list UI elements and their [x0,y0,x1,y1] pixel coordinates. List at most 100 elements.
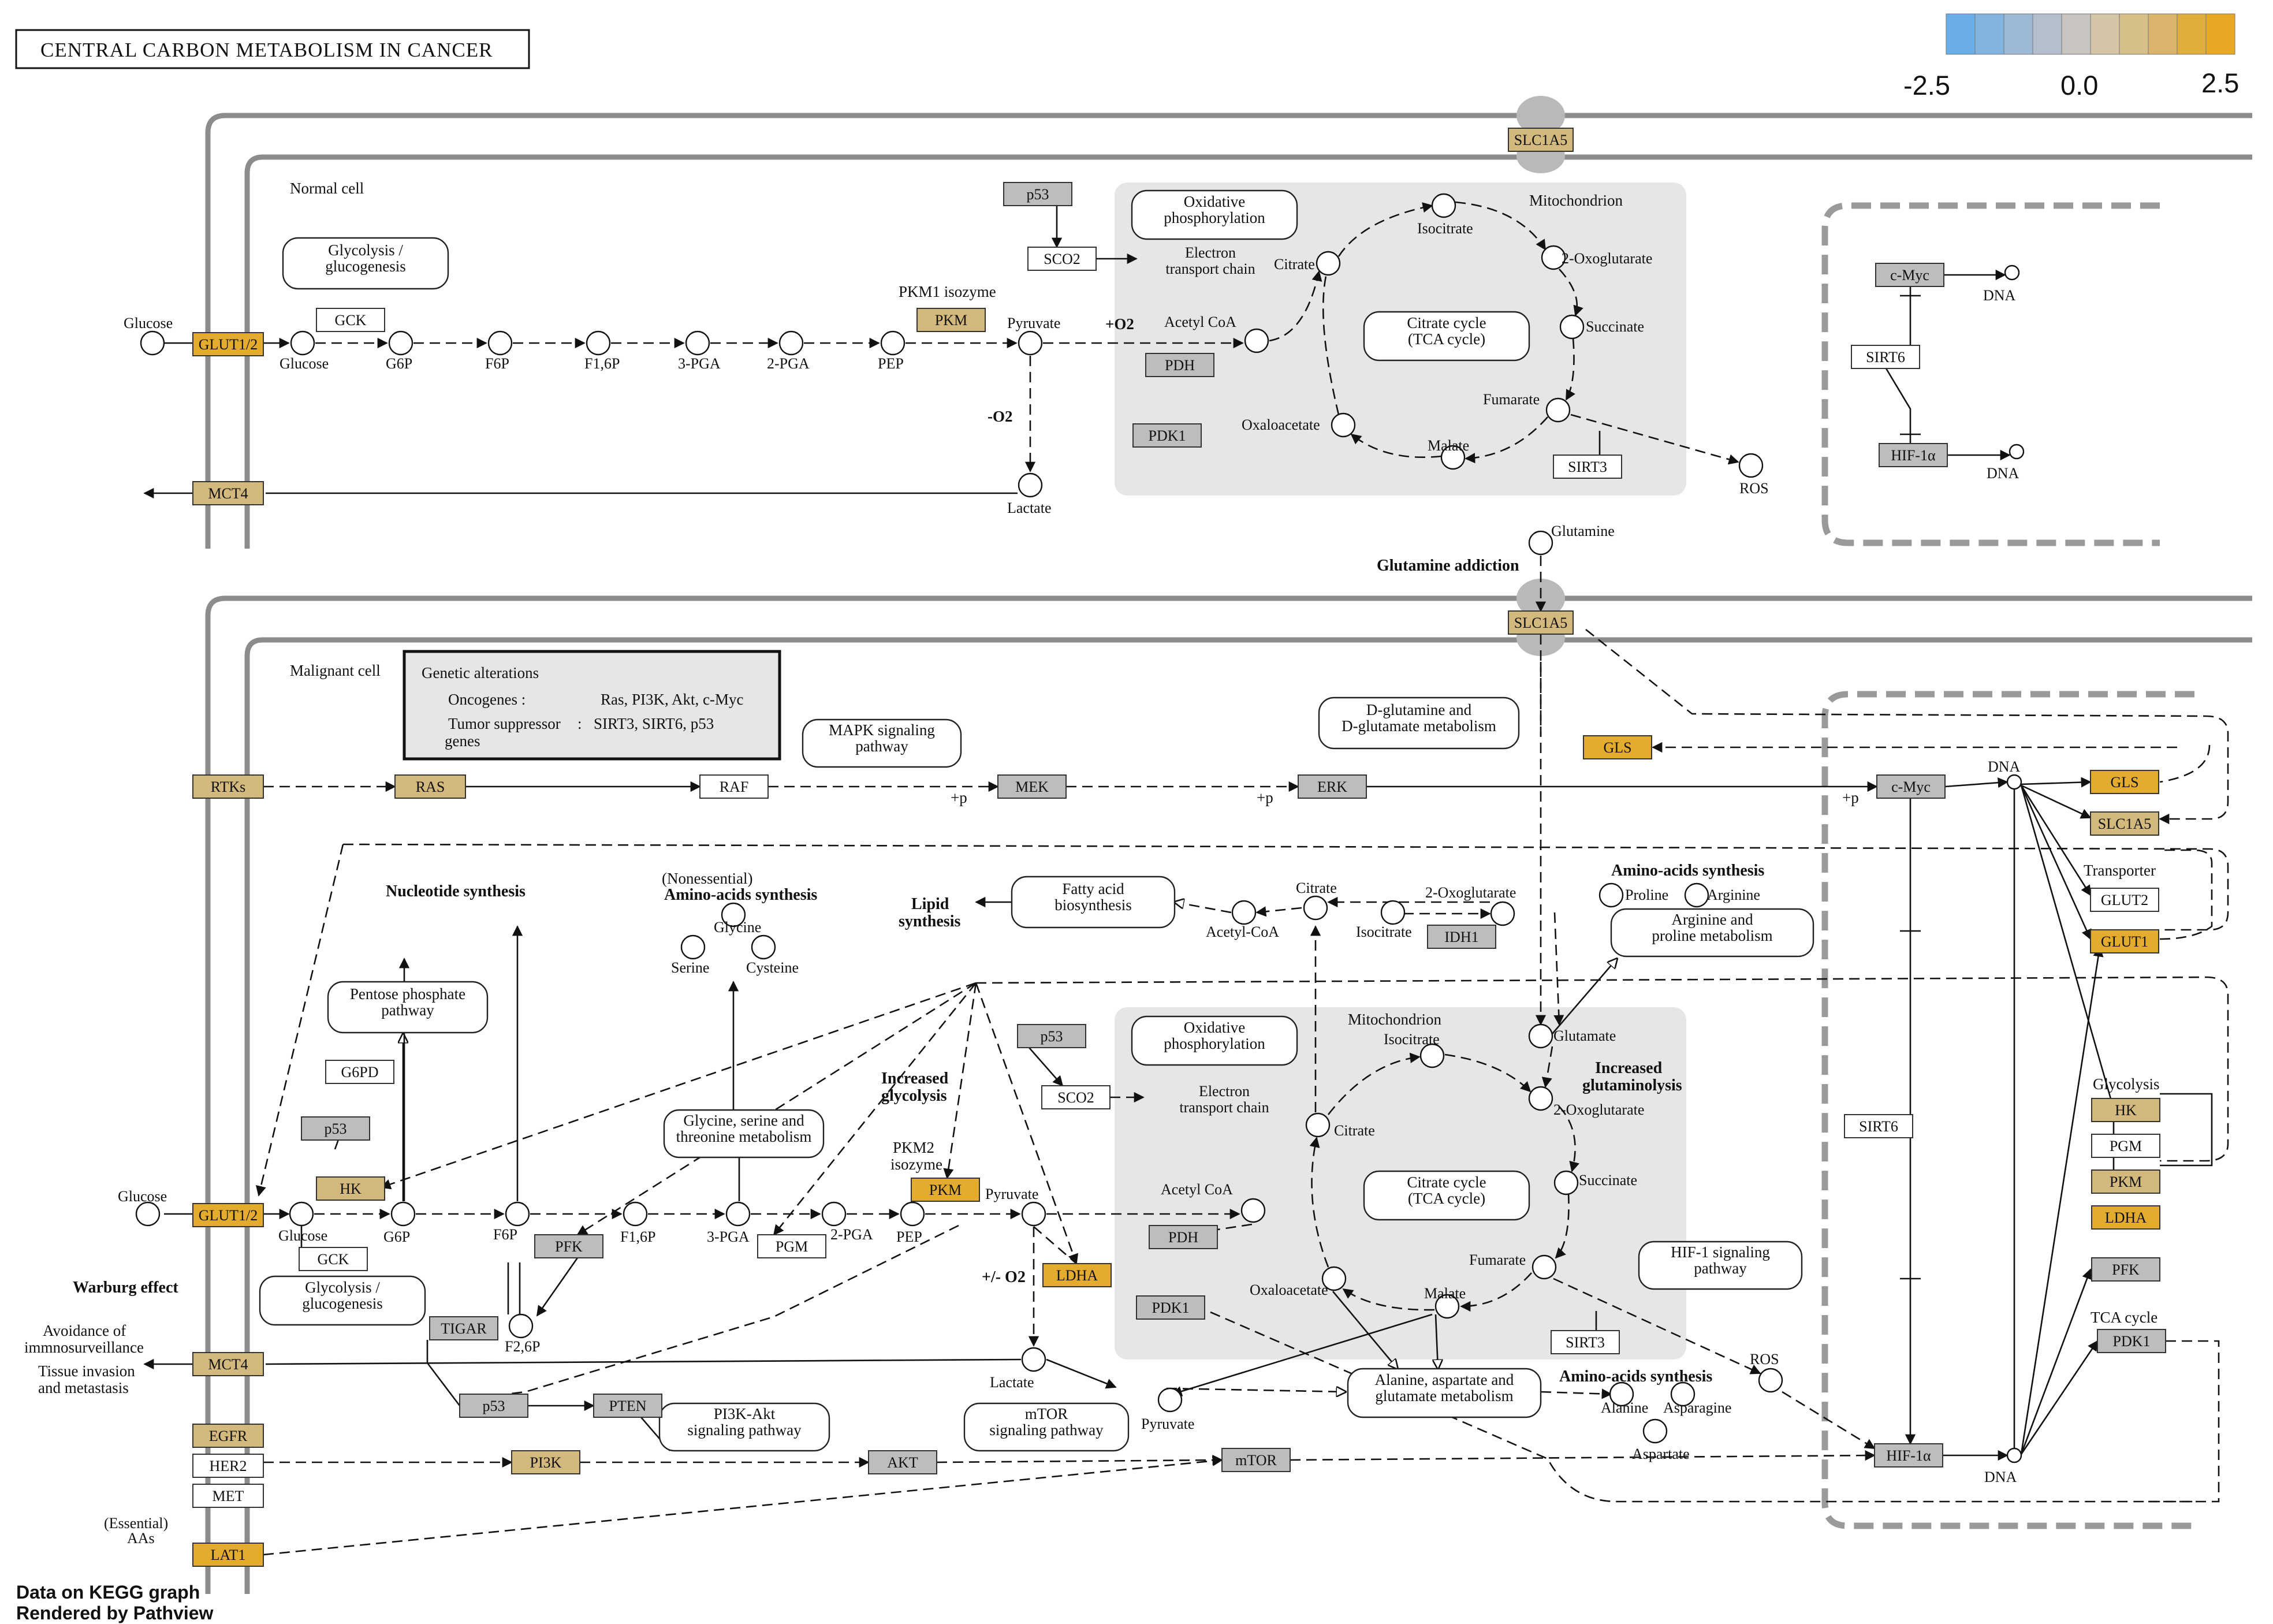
gene-pdk1-mal[interactable]: PDK1 [1136,1295,1205,1320]
compound-pyruvate-mal[interactable]: Pyruvate [985,1186,1046,1227]
gene-pkm-mal[interactable]: PKM [911,1178,980,1202]
compound-alanine-c[interactable]: Alanine [1601,1381,1648,1416]
gene-idh1[interactable]: IDH1 [1427,925,1496,949]
compound-cysteine[interactable]: Cysteine [746,934,799,976]
gene-glut1-nuc[interactable]: GLUT1 [2090,929,2159,953]
gene-egfr[interactable]: EGFR [192,1424,264,1448]
compound-oxaloacetate-top[interactable]: Oxaloacetate [1242,412,1356,438]
compound-proline[interactable]: Proline [1598,882,1668,908]
gene-mtor[interactable]: mTOR [1221,1448,1291,1472]
compound-f6p-mal[interactable]: F6P [493,1201,530,1243]
gene-slc1a5-top[interactable]: SLC1A5 [1508,128,1574,152]
gene-pfk-mal[interactable]: PFK [534,1234,603,1258]
compound-citrate-mal[interactable]: Citrate [1305,1112,1375,1139]
compound-glutamate[interactable]: Glutamate [1528,1023,1616,1049]
compound-acetylcoa-top[interactable]: Acetyl CoA [1164,314,1269,353]
gene-sirt3-top[interactable]: SIRT3 [1553,455,1622,479]
compound-f16p-top[interactable]: F1,6P [584,330,620,372]
gene-pi3k[interactable]: PI3K [511,1450,580,1474]
gene-ldha-nuc[interactable]: LDHA [2091,1205,2160,1230]
compound-fumarate-top[interactable]: Fumarate [1483,391,1571,423]
pathway-tca-mal[interactable]: Citrate cycle(TCA cycle) [1363,1170,1530,1221]
gene-sirt3-mal[interactable]: SIRT3 [1551,1330,1620,1354]
gene-met[interactable]: MET [192,1484,264,1508]
gene-rtks[interactable]: RTKs [192,774,264,799]
pathway-glycolysis-mal[interactable]: Glycolysis /glucogenesis [259,1275,426,1326]
compound-glucose-ext-top[interactable]: Glucose [124,315,173,356]
compound-glucose-ext-mal[interactable]: Glucose [118,1188,167,1227]
gene-hk-nuc[interactable]: HK [2091,1098,2160,1122]
compound-asparagine[interactable]: Asparagine [1663,1381,1731,1416]
compound-pga3-mal[interactable]: 3-PGA [707,1201,751,1245]
gene-sco2-mal[interactable]: SCO2 [1041,1085,1111,1109]
compound-lactate-mal[interactable]: Lactate [990,1347,1046,1391]
gene-gck-mal[interactable]: GCK [299,1247,368,1271]
gene-glut1-2-top[interactable]: GLUT1/2 [192,332,264,356]
compound-serine[interactable]: Serine [671,934,709,976]
compound-succinate-mal[interactable]: Succinate [1553,1170,1637,1195]
gene-pdk1-nuc[interactable]: PDK1 [2097,1329,2166,1353]
compound-pga2-mal[interactable]: 2-PGA [821,1201,873,1243]
gene-sirt6-top[interactable]: SIRT6 [1851,345,1920,369]
gene-gck-top[interactable]: GCK [316,308,385,332]
gene-hk-mal[interactable]: HK [316,1176,385,1201]
compound-pga3-top[interactable]: 3-PGA [678,330,721,372]
gene-slc1a5-mid[interactable]: SLC1A5 [1508,610,1574,635]
compound-dna-top2[interactable]: DNA [1987,444,2025,482]
compound-pyruvate-top[interactable]: Pyruvate [1007,315,1060,356]
compound-glucose-top[interactable]: Glucose [280,330,329,372]
gene-akt[interactable]: AKT [868,1450,937,1474]
compound-citrate-cyto[interactable]: Citrate [1296,880,1337,921]
pathway-glycolysis-top[interactable]: Glycolysis /glucogenesis [282,237,449,290]
gene-sirt6-mal[interactable]: SIRT6 [1844,1114,1913,1138]
compound-g6p-mal[interactable]: G6P [383,1201,416,1245]
gene-cmyc-mal[interactable]: c-Myc [1876,774,1946,799]
gene-pfk-nuc[interactable]: PFK [2091,1257,2160,1282]
gene-mct4-mal[interactable]: MCT4 [192,1352,264,1376]
compound-f16p-mal[interactable]: F1,6P [620,1201,655,1245]
compound-aspartate[interactable]: Aspartate [1632,1418,1690,1462]
gene-p53-top[interactable]: p53 [1003,182,1072,206]
gene-glut1-2-mal[interactable]: GLUT1/2 [192,1203,264,1227]
gene-p53-mal-a[interactable]: p53 [301,1116,370,1141]
gene-gls-nuc[interactable]: GLS [2090,770,2159,794]
gene-pdh-mal[interactable]: PDH [1149,1225,1218,1249]
compound-pga2-top[interactable]: 2-PGA [767,330,810,372]
compound-pyruvate-low[interactable]: Pyruvate [1141,1387,1194,1432]
gene-slc1a5-nuc[interactable]: SLC1A5 [2090,811,2159,836]
gene-mek[interactable]: MEK [997,774,1067,799]
compound-ros-top[interactable]: ROS [1738,453,1769,497]
compound-succinate-top[interactable]: Succinate [1559,314,1644,340]
compound-glutamine[interactable]: Glutamine [1528,523,1615,556]
pathway-tca-top[interactable]: Citrate cycle(TCA cycle) [1363,311,1530,362]
gene-pgm-mal[interactable]: PGM [757,1234,826,1258]
compound-pep-mal[interactable]: PEP [896,1201,925,1245]
gene-lat1[interactable]: LAT1 [192,1543,264,1567]
compound-f26p-mal[interactable]: F2,6P [505,1313,540,1355]
compound-isocitrate-mal[interactable]: Isocitrate [1384,1031,1445,1068]
compound-isocitrate-top[interactable]: Isocitrate [1417,193,1473,237]
compound-dna-low[interactable]: DNA [1984,1447,2022,1485]
compound-glycine[interactable]: Glycine [714,902,761,936]
gene-pdk1-top[interactable]: PDK1 [1132,423,1202,448]
compound-f6p-top[interactable]: F6P [485,330,513,372]
compound-dna-mal[interactable]: DNA [1988,758,2022,790]
compound-dna-top1[interactable]: DNA [1983,265,2020,304]
compound-oxoglutarate-top[interactable]: 2-Oxoglutarate [1541,245,1652,270]
gene-p53-mal-b[interactable]: p53 [1017,1024,1086,1048]
compound-g6p-top[interactable]: G6P [386,330,413,372]
gene-pgm-nuc[interactable]: PGM [2091,1134,2160,1158]
gene-gls-mid[interactable]: GLS [1583,735,1652,759]
gene-ras[interactable]: RAS [394,774,466,799]
